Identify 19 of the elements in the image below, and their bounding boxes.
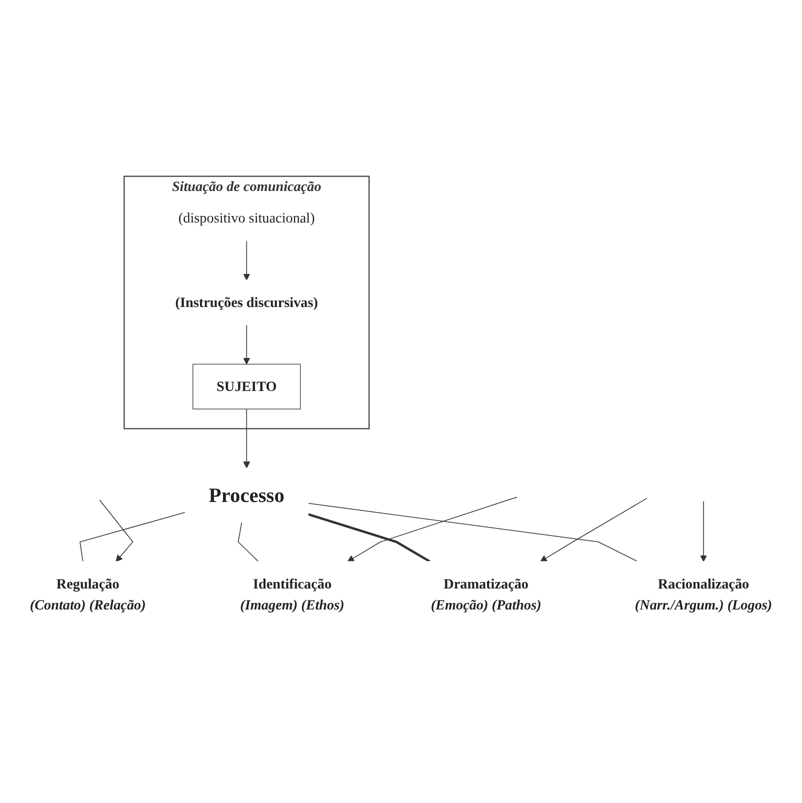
connector (308, 502, 638, 562)
arrow (243, 240, 250, 280)
arrow (540, 497, 648, 562)
node-text: Racionalização (Narr./Argum.) (Logos) (634, 575, 772, 612)
connector (80, 512, 186, 562)
arrow (243, 408, 250, 468)
arrow (243, 324, 250, 364)
arrow (347, 496, 518, 562)
node-text: Dramatização (Emoção) (Pathos) (430, 575, 542, 612)
node-text: (Instruções discursivas) (175, 294, 318, 310)
node-box: SUJEITO (192, 363, 301, 409)
node-text: Identificação (Imagem) (Ethos) (240, 575, 344, 612)
node-text: Processo (208, 483, 284, 506)
connector (308, 512, 430, 562)
connector (238, 521, 259, 562)
node-text: Regulação (Contato) (Relação) (30, 575, 146, 612)
arrow (700, 500, 707, 562)
node-text: (dispositivo situacional) (178, 210, 315, 226)
arrow (99, 498, 134, 562)
